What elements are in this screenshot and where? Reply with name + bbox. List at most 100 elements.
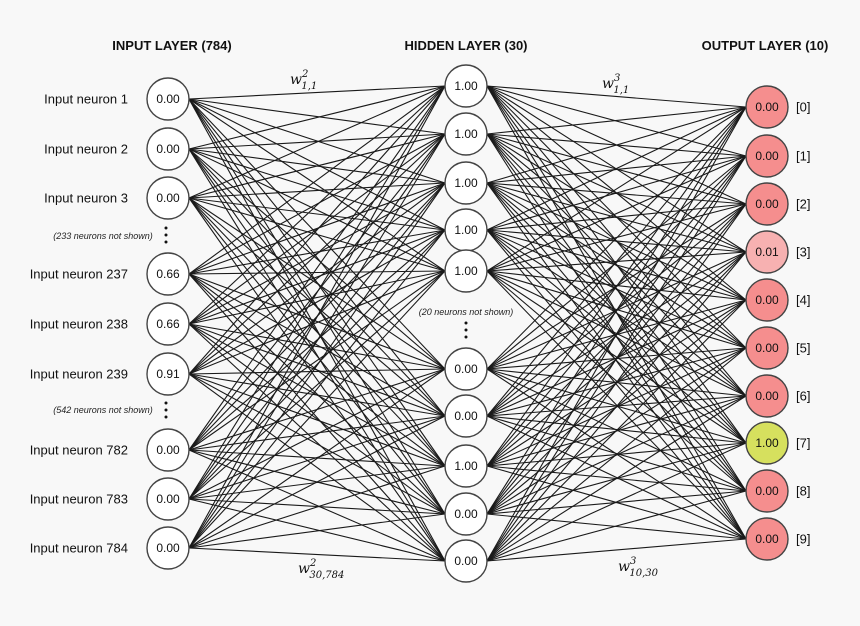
edge-in5-h9 (188, 323, 446, 515)
input-neuron: 0.91 Input neuron 239 (30, 352, 190, 396)
input-skip-note-1: (233 neurons not shown) (53, 231, 153, 241)
edge-in8-h4 (188, 229, 446, 500)
input-neuron: 0.00 Input neuron 784 (30, 526, 190, 570)
edge-h10-out0 (486, 106, 747, 562)
output-neuron-label: [7] (796, 436, 810, 451)
input-neuron-value: 0.00 (156, 92, 180, 106)
input-neuron-value: 0.91 (156, 367, 180, 381)
input-neuron-value: 0.00 (156, 191, 180, 205)
hidden-neuron-value: 1.00 (454, 79, 478, 93)
hidden-neuron-circle (444, 249, 488, 293)
edge-in3-h6 (188, 197, 446, 370)
edge-in4-h5 (188, 270, 446, 275)
hidden-skip-note: (20 neurons not shown) (419, 307, 514, 317)
edge-in3-h5 (188, 197, 446, 272)
output-neuron-circle (745, 230, 789, 274)
input-neuron: 0.00 Input neuron 2 (44, 127, 190, 171)
output-neuron-label: [8] (796, 484, 810, 499)
input-neuron-label: Input neuron 784 (30, 541, 128, 556)
edge-h10-out7 (486, 442, 747, 562)
edge-h9-out0 (486, 106, 747, 515)
edge-h3-out0 (486, 106, 747, 184)
edge-in5-h5 (188, 270, 446, 325)
output-neuron-value: 0.00 (755, 484, 779, 498)
edge-in1-h2 (188, 98, 446, 135)
hidden-neuron-circle (444, 394, 488, 438)
output-neuron-value: 0.00 (755, 389, 779, 403)
output-neuron-circle (745, 469, 789, 513)
edge-in4-h6 (188, 273, 446, 370)
edge-h5-out7 (486, 270, 747, 444)
edge-h10-out6 (486, 395, 747, 562)
edge-in4-h7 (188, 273, 446, 417)
input-neuron-value: 0.00 (156, 541, 180, 555)
edge-in8-h6 (188, 368, 446, 500)
edge-in9-h8 (188, 465, 446, 549)
output-neuron: 0.00[1] (745, 134, 810, 178)
edge-in1-h7 (188, 98, 446, 417)
output-neuron-label: [9] (796, 532, 810, 547)
output-neuron-label: [3] (796, 245, 810, 260)
edge-h7-out9 (486, 415, 747, 540)
input-neuron-label: Input neuron 239 (30, 367, 128, 382)
input-neuron-circle (146, 77, 190, 121)
edge-h4-out9 (486, 229, 747, 540)
output-neuron-value: 0.01 (755, 245, 779, 259)
hidden-neuron-circle (444, 112, 488, 156)
input-neuron-value: 0.00 (156, 443, 180, 457)
input-neuron-circle (146, 252, 190, 296)
edge-in4-h1 (188, 85, 446, 275)
hidden-neuron-circle (444, 347, 488, 391)
edge-in8-h5 (188, 270, 446, 500)
output-neuron: 1.00 [7] (745, 421, 810, 465)
edge-h1-out0 (486, 85, 747, 108)
edge-in3-h3 (188, 182, 446, 199)
edge-in9-h2 (188, 133, 446, 549)
edge-in4-h9 (188, 273, 446, 515)
output-neuron: 0.00[9] (745, 517, 810, 561)
edge-h10-out1 (486, 155, 747, 562)
hidden-neuron: 0.00 (444, 347, 488, 391)
output-neuron-value: 1.00 (755, 436, 779, 450)
hidden-neuron: 1.00 (444, 249, 488, 293)
input-neuron-label: Input neuron 2 (44, 142, 128, 157)
edge-in1-h4 (188, 98, 446, 231)
output-neuron-label: [1] (796, 149, 810, 164)
edge-h4-out6 (486, 229, 747, 397)
input-neuron-label: Input neuron 782 (30, 443, 128, 458)
output-neuron-circle (745, 278, 789, 322)
edge-h8-out0 (486, 106, 747, 467)
edge-in5-h7 (188, 323, 446, 417)
edge-in8-h1 (188, 85, 446, 500)
edge-in6-h3 (188, 182, 446, 375)
hidden-neuron-value: 0.00 (454, 409, 478, 423)
output-neuron-circle (745, 517, 789, 561)
edge-in2-h5 (188, 148, 446, 272)
edge-in9-h3 (188, 182, 446, 549)
edge-h4-out0 (486, 106, 747, 231)
edge-in6-h4 (188, 229, 446, 375)
hidden-neuron-circle (444, 444, 488, 488)
edge-in9-h4 (188, 229, 446, 549)
edge-in4-h2 (188, 133, 446, 275)
input-neuron-value: 0.66 (156, 267, 180, 281)
edge-h4-out5 (486, 229, 747, 349)
input-neuron-value: 0.00 (156, 142, 180, 156)
output-neuron-label: [4] (796, 293, 810, 308)
edge-in2-h7 (188, 148, 446, 417)
edge-in2-h10 (188, 148, 446, 562)
hidden-neuron: 1.00 (444, 64, 488, 108)
output-neuron-value: 0.00 (755, 197, 779, 211)
input-neuron-circle (146, 302, 190, 346)
hidden-neuron: 0.00 (444, 492, 488, 536)
edge-h10-out5 (486, 347, 747, 562)
edge-in7-h5 (188, 270, 446, 451)
edge-h7-out7 (486, 415, 747, 444)
edge-in9-h10 (188, 547, 446, 562)
input-neuron-value: 0.66 (156, 317, 180, 331)
